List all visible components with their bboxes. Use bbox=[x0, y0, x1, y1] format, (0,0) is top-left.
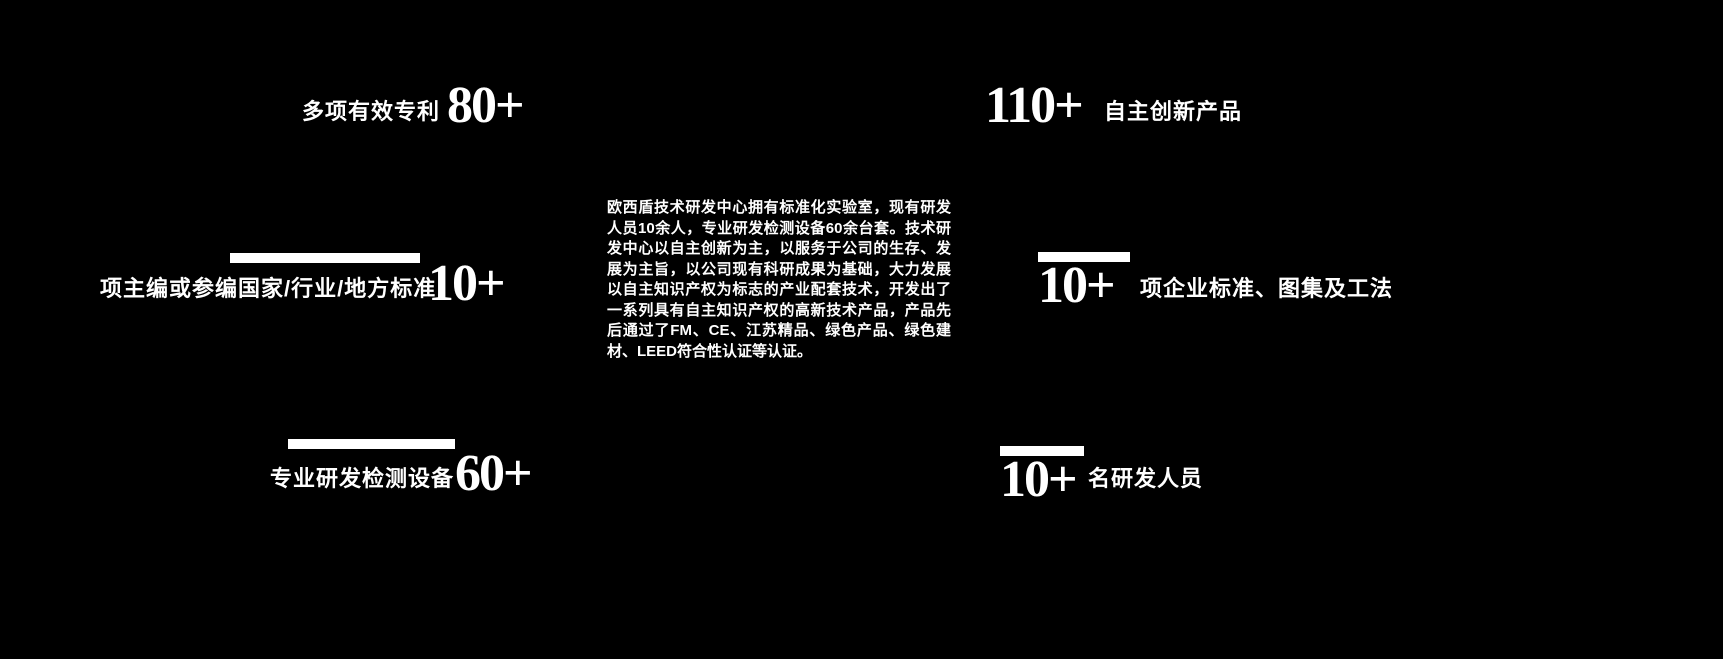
divider-bar-rd-staff bbox=[1000, 446, 1084, 456]
divider-bar-rd-equipment bbox=[288, 439, 455, 449]
stat-number-national-standards: 10+ bbox=[428, 255, 506, 312]
stat-label-innovative-products: 自主创新产品 bbox=[1104, 99, 1243, 124]
stat-number-innovative-products: 110+ bbox=[985, 77, 1084, 134]
stat-label-national-standards: 项主编或参编国家/行业/地方标准 bbox=[100, 276, 437, 301]
stat-label-enterprise-standards: 项企业标准、图集及工法 bbox=[1140, 276, 1394, 301]
stat-number-patents: 80+ bbox=[447, 77, 525, 134]
stat-number-rd-staff: 10+ bbox=[1000, 451, 1078, 508]
stat-label-patents: 多项有效专利 bbox=[302, 99, 441, 124]
stat-label-rd-staff: 名研发人员 bbox=[1088, 466, 1204, 491]
stat-number-rd-equipment: 60+ bbox=[455, 445, 533, 502]
stat-label-rd-equipment: 专业研发检测设备 bbox=[270, 466, 455, 491]
divider-bar-enterprise-standards bbox=[1038, 252, 1130, 262]
rd-center-description: 欧西盾技术研发中心拥有标准化实验室，现有研发人员10余人，专业研发检测设备60余… bbox=[607, 199, 951, 360]
stat-number-enterprise-standards: 10+ bbox=[1038, 257, 1116, 314]
divider-bar-national-standards bbox=[230, 253, 420, 263]
